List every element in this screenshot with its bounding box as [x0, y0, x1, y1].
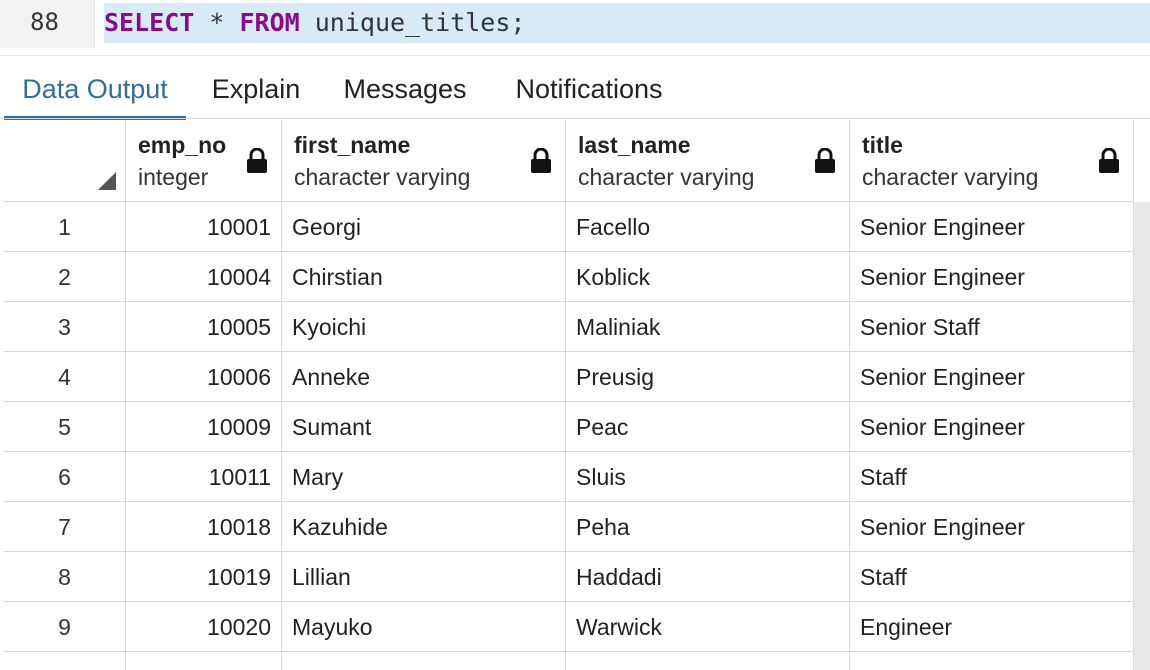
cell-first-name[interactable]: Kyoichi [282, 302, 566, 352]
row-number-partial [4, 652, 126, 670]
cell-first-name[interactable]: Mary [282, 452, 566, 502]
table-row[interactable]: 6 10011 Mary Sluis Staff [4, 452, 1134, 502]
column-type: character varying [294, 164, 471, 190]
cell-partial [126, 652, 282, 670]
row-number[interactable]: 4 [4, 352, 126, 402]
column-header-last-name[interactable]: last_name character varying [566, 120, 850, 202]
cell-first-name[interactable]: Kazuhide [282, 502, 566, 552]
row-number[interactable]: 1 [4, 202, 126, 252]
cell-last-name[interactable]: Peha [566, 502, 850, 552]
cell-title[interactable]: Senior Engineer [850, 502, 1134, 552]
column-type: integer [138, 164, 209, 190]
cell-last-name[interactable]: Koblick [566, 252, 850, 302]
cell-title[interactable]: Engineer [850, 602, 1134, 652]
table-row[interactable]: 5 10009 Sumant Peac Senior Engineer [4, 402, 1134, 452]
column-type: character varying [578, 164, 755, 190]
table-row[interactable]: 8 10019 Lillian Haddadi Staff [4, 552, 1134, 602]
cell-emp-no[interactable]: 10006 [126, 352, 282, 402]
editor-divider [0, 55, 1150, 56]
cell-last-name[interactable]: Haddadi [566, 552, 850, 602]
cell-title[interactable]: Staff [850, 452, 1134, 502]
cell-title[interactable]: Senior Staff [850, 302, 1134, 352]
table-row[interactable]: 1 10001 Georgi Facello Senior Engineer [4, 202, 1134, 252]
select-all-triangle-icon[interactable] [98, 172, 116, 190]
cell-title[interactable]: Senior Engineer [850, 202, 1134, 252]
cell-last-name[interactable]: Maliniak [566, 302, 850, 352]
output-tabs: Data Output Explain Messages Notificatio… [0, 60, 1150, 120]
vertical-scrollbar[interactable] [1134, 202, 1150, 670]
cell-partial [850, 652, 1134, 670]
cell-first-name[interactable]: Lillian [282, 552, 566, 602]
sql-keyword-select: SELECT [104, 8, 195, 37]
row-number[interactable]: 2 [4, 252, 126, 302]
cell-emp-no[interactable]: 10020 [126, 602, 282, 652]
tabs-divider [0, 118, 1150, 119]
cell-emp-no[interactable]: 10019 [126, 552, 282, 602]
column-header-title[interactable]: title character varying [850, 120, 1134, 202]
cell-title[interactable]: Staff [850, 552, 1134, 602]
cell-first-name[interactable]: Chirstian [282, 252, 566, 302]
table-row[interactable]: 2 10004 Chirstian Koblick Senior Enginee… [4, 252, 1134, 302]
cell-last-name[interactable]: Facello [566, 202, 850, 252]
cell-emp-no[interactable]: 10011 [126, 452, 282, 502]
sql-star: * [194, 8, 240, 37]
column-type: character varying [862, 164, 1039, 190]
tab-explain[interactable]: Explain [211, 74, 301, 104]
row-header-corner[interactable] [4, 120, 126, 202]
cell-first-name[interactable]: Anneke [282, 352, 566, 402]
table-row[interactable]: 4 10006 Anneke Preusig Senior Engineer [4, 352, 1134, 402]
row-number[interactable]: 8 [4, 552, 126, 602]
cell-emp-no[interactable]: 10018 [126, 502, 282, 552]
cell-title[interactable]: Senior Engineer [850, 352, 1134, 402]
row-number[interactable]: 5 [4, 402, 126, 452]
tab-data-output[interactable]: Data Output [4, 60, 186, 120]
line-number: 88 [30, 8, 59, 36]
sql-editor[interactable]: 88 SELECT * FROM unique_titles; [0, 0, 1150, 48]
cell-partial [566, 652, 850, 670]
cell-partial [282, 652, 566, 670]
lock-icon [531, 148, 551, 173]
cell-emp-no[interactable]: 10004 [126, 252, 282, 302]
column-name: last_name [578, 132, 691, 158]
sql-keyword-from: FROM [239, 8, 300, 37]
lock-icon [815, 148, 835, 173]
tab-messages[interactable]: Messages [343, 74, 467, 104]
table-row-partial [4, 652, 1134, 670]
cell-last-name[interactable]: Preusig [566, 352, 850, 402]
table-row[interactable]: 3 10005 Kyoichi Maliniak Senior Staff [4, 302, 1134, 352]
lock-icon [1099, 148, 1119, 173]
cell-emp-no[interactable]: 10001 [126, 202, 282, 252]
row-number[interactable]: 6 [4, 452, 126, 502]
line-gutter: 88 [0, 0, 95, 48]
tab-notifications[interactable]: Notifications [515, 74, 663, 104]
column-name: emp_no [138, 132, 227, 158]
cell-title[interactable]: Senior Engineer [850, 402, 1134, 452]
cell-first-name[interactable]: Mayuko [282, 602, 566, 652]
cell-last-name[interactable]: Sluis [566, 452, 850, 502]
code-line[interactable]: SELECT * FROM unique_titles; [104, 3, 1150, 43]
row-number[interactable]: 3 [4, 302, 126, 352]
sql-table-name: unique_titles; [299, 8, 526, 37]
lock-icon [247, 148, 267, 173]
table-row[interactable]: 9 10020 Mayuko Warwick Engineer [4, 602, 1134, 652]
cell-emp-no[interactable]: 10005 [126, 302, 282, 352]
cell-title[interactable]: Senior Engineer [850, 252, 1134, 302]
cell-emp-no[interactable]: 10009 [126, 402, 282, 452]
column-header-first-name[interactable]: first_name character varying [282, 120, 566, 202]
data-grid: emp_no integer first_name character vary… [4, 120, 1150, 670]
cell-first-name[interactable]: Sumant [282, 402, 566, 452]
cell-last-name[interactable]: Warwick [566, 602, 850, 652]
column-name: first_name [294, 132, 411, 158]
cell-last-name[interactable]: Peac [566, 402, 850, 452]
cell-first-name[interactable]: Georgi [282, 202, 566, 252]
table-row[interactable]: 7 10018 Kazuhide Peha Senior Engineer [4, 502, 1134, 552]
column-header-emp-no[interactable]: emp_no integer [126, 120, 282, 202]
row-number[interactable]: 7 [4, 502, 126, 552]
column-name: title [862, 132, 903, 158]
row-number[interactable]: 9 [4, 602, 126, 652]
